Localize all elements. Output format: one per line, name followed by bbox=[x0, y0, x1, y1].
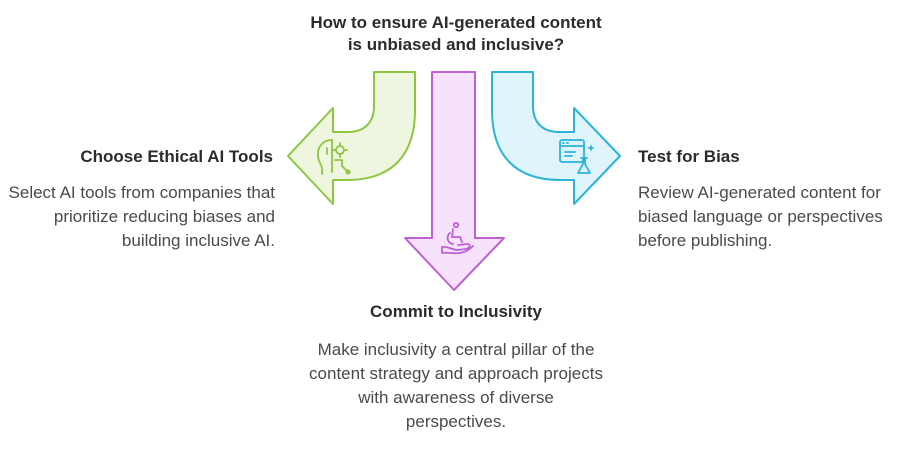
left-arrow bbox=[287, 71, 416, 205]
step-body-choose-ethical-ai-tools: Select AI tools from companies that prio… bbox=[8, 183, 275, 250]
step-heading-test-for-bias: Test for Bias bbox=[638, 147, 740, 166]
step-body-commit-to-inclusivity: Make inclusivity a central pillar of the… bbox=[309, 340, 603, 431]
accessibility-hand-icon bbox=[441, 221, 474, 255]
center-arrow bbox=[404, 71, 505, 291]
title-line-2: is unbiased and inclusive? bbox=[347, 35, 565, 54]
ethical-ai-head-icon bbox=[317, 139, 351, 175]
title-line-1: How to ensure AI-generated content bbox=[310, 13, 602, 32]
right-arrow-shape bbox=[491, 71, 621, 205]
step-heading-choose-ethical-ai-tools: Choose Ethical AI Tools bbox=[80, 147, 273, 166]
diagram-title: How to ensure AI-generated content is un… bbox=[250, 12, 662, 56]
step-heading-commit-to-inclusivity: Commit to Inclusivity bbox=[370, 302, 542, 321]
left-arrow-shape bbox=[287, 71, 416, 205]
step-body-test-for-bias: Review AI-generated content for biased l… bbox=[638, 183, 883, 250]
right-arrow bbox=[491, 71, 621, 205]
center-arrow-shape bbox=[404, 71, 505, 291]
browser-test-flask-icon bbox=[559, 139, 594, 174]
